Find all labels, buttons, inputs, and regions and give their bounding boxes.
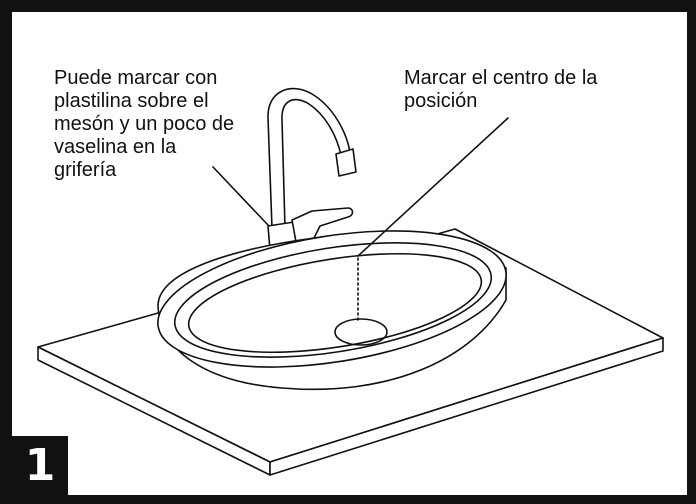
caption-mark-center: Marcar el centro de la posición — [404, 67, 598, 112]
basin-bowl-inner — [187, 252, 483, 354]
faucet-aerator — [335, 148, 357, 177]
basin-drain — [334, 318, 388, 346]
step-number: 1 — [24, 440, 56, 491]
faucet-lever — [291, 207, 354, 243]
step-badge — [12, 436, 68, 495]
leader-line-faucet — [212, 166, 269, 226]
leader-line-center — [357, 117, 509, 257]
basin-rim-inner-edge — [173, 242, 493, 358]
basin — [157, 230, 507, 391]
basin-outer-rim — [157, 230, 507, 368]
countertop-front-edge — [269, 337, 664, 476]
faucet — [267, 87, 357, 251]
caption-faucet-tip: Puede marcar con plastilina sobre el mes… — [54, 67, 235, 181]
